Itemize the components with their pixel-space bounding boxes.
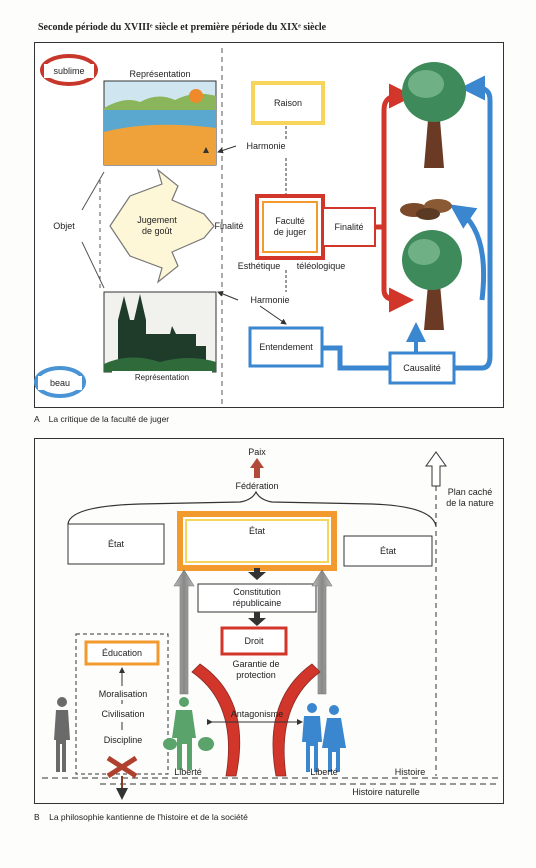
gray-arrow-left [173,569,195,695]
gray-arrow-right [311,569,333,695]
moralisation-label: Moralisation [98,688,148,699]
faculte-label: Faculté de juger [265,204,315,250]
etat-right-label: État [379,545,396,556]
etat-right-box [343,535,433,567]
cathedral-picture [103,291,217,373]
jugement-text: Jugement de goût [137,215,177,236]
histoire-naturelle-label: Histoire naturelle [352,786,420,797]
green-figure [163,697,214,770]
landscape-picture [103,80,217,166]
entendement-label: Entendement [259,341,313,352]
plan-cache-label: Plan caché de la nature [440,486,500,510]
harmonie-top-label: Harmonie [246,140,286,151]
raison-label: Raison [273,97,302,108]
couple-figure [302,703,346,772]
antagonisme-label: Antagonisme [230,708,284,719]
esthetique-label: Esthétique [237,260,281,271]
panel-b [34,438,504,804]
logs [400,199,452,220]
liberte-right-label: Liberté [310,766,338,777]
page-header: Seconde période du XVIIIᵉ siècle et prem… [38,22,327,33]
etat-center-label: État [248,525,265,536]
constitution-box [197,583,317,613]
raison-box [251,81,325,125]
jugement-shape [109,168,215,284]
constitution-text: Constitution républicaine [232,587,282,608]
education-zone [75,633,169,775]
entendement-box [248,326,324,368]
tree-top [402,62,466,168]
federation-label: Fédération [235,480,279,491]
tree-bottom [402,230,462,330]
beau-label: beau [38,376,82,390]
sublime-label: sublime [44,64,94,78]
finalite-right-label: Finalité [334,221,364,232]
education-box [84,640,160,666]
plan-cache-text: Plan caché de la nature [446,487,494,508]
causalite-label: Causalité [403,362,441,373]
plan-cache-arrow [425,451,447,487]
histoire-label: Histoire [394,766,426,777]
man-figure [54,697,70,772]
teleologique-label: téléologique [296,260,346,271]
garantie-text: Garantie de protection [232,659,280,680]
garantie-label: Garantie de protection [222,658,290,682]
faculte-text: Faculté de juger [273,216,307,237]
federation-brace [67,490,437,527]
representation-top-label: Représentation [110,68,210,80]
droit-label: Droit [244,635,264,646]
paix-arrow [250,458,264,478]
paix-label: Paix [248,446,266,457]
representation-bottom-label: Représentation [112,371,212,383]
discipline-label: Discipline [103,734,143,745]
education-label: Éducation [101,647,143,658]
liberte-left-label: Liberté [174,766,202,777]
droit-box [220,626,288,656]
harmonie-bottom-label: Harmonie [250,294,290,305]
finalite-left-label: Finalité [214,220,244,231]
caption-b: B La philosophie kantienne de l'histoire… [34,812,248,822]
civilisation-label: Civilisation [101,708,145,719]
constitution-label: Constitution républicaine [200,586,314,610]
etat-left-box [67,523,165,565]
objet-label: Objet [53,220,75,231]
etat-left-label: État [107,538,124,549]
jugement-label: Jugement de goût [126,210,188,242]
caption-a: A La critique de la faculté de juger [34,414,170,424]
